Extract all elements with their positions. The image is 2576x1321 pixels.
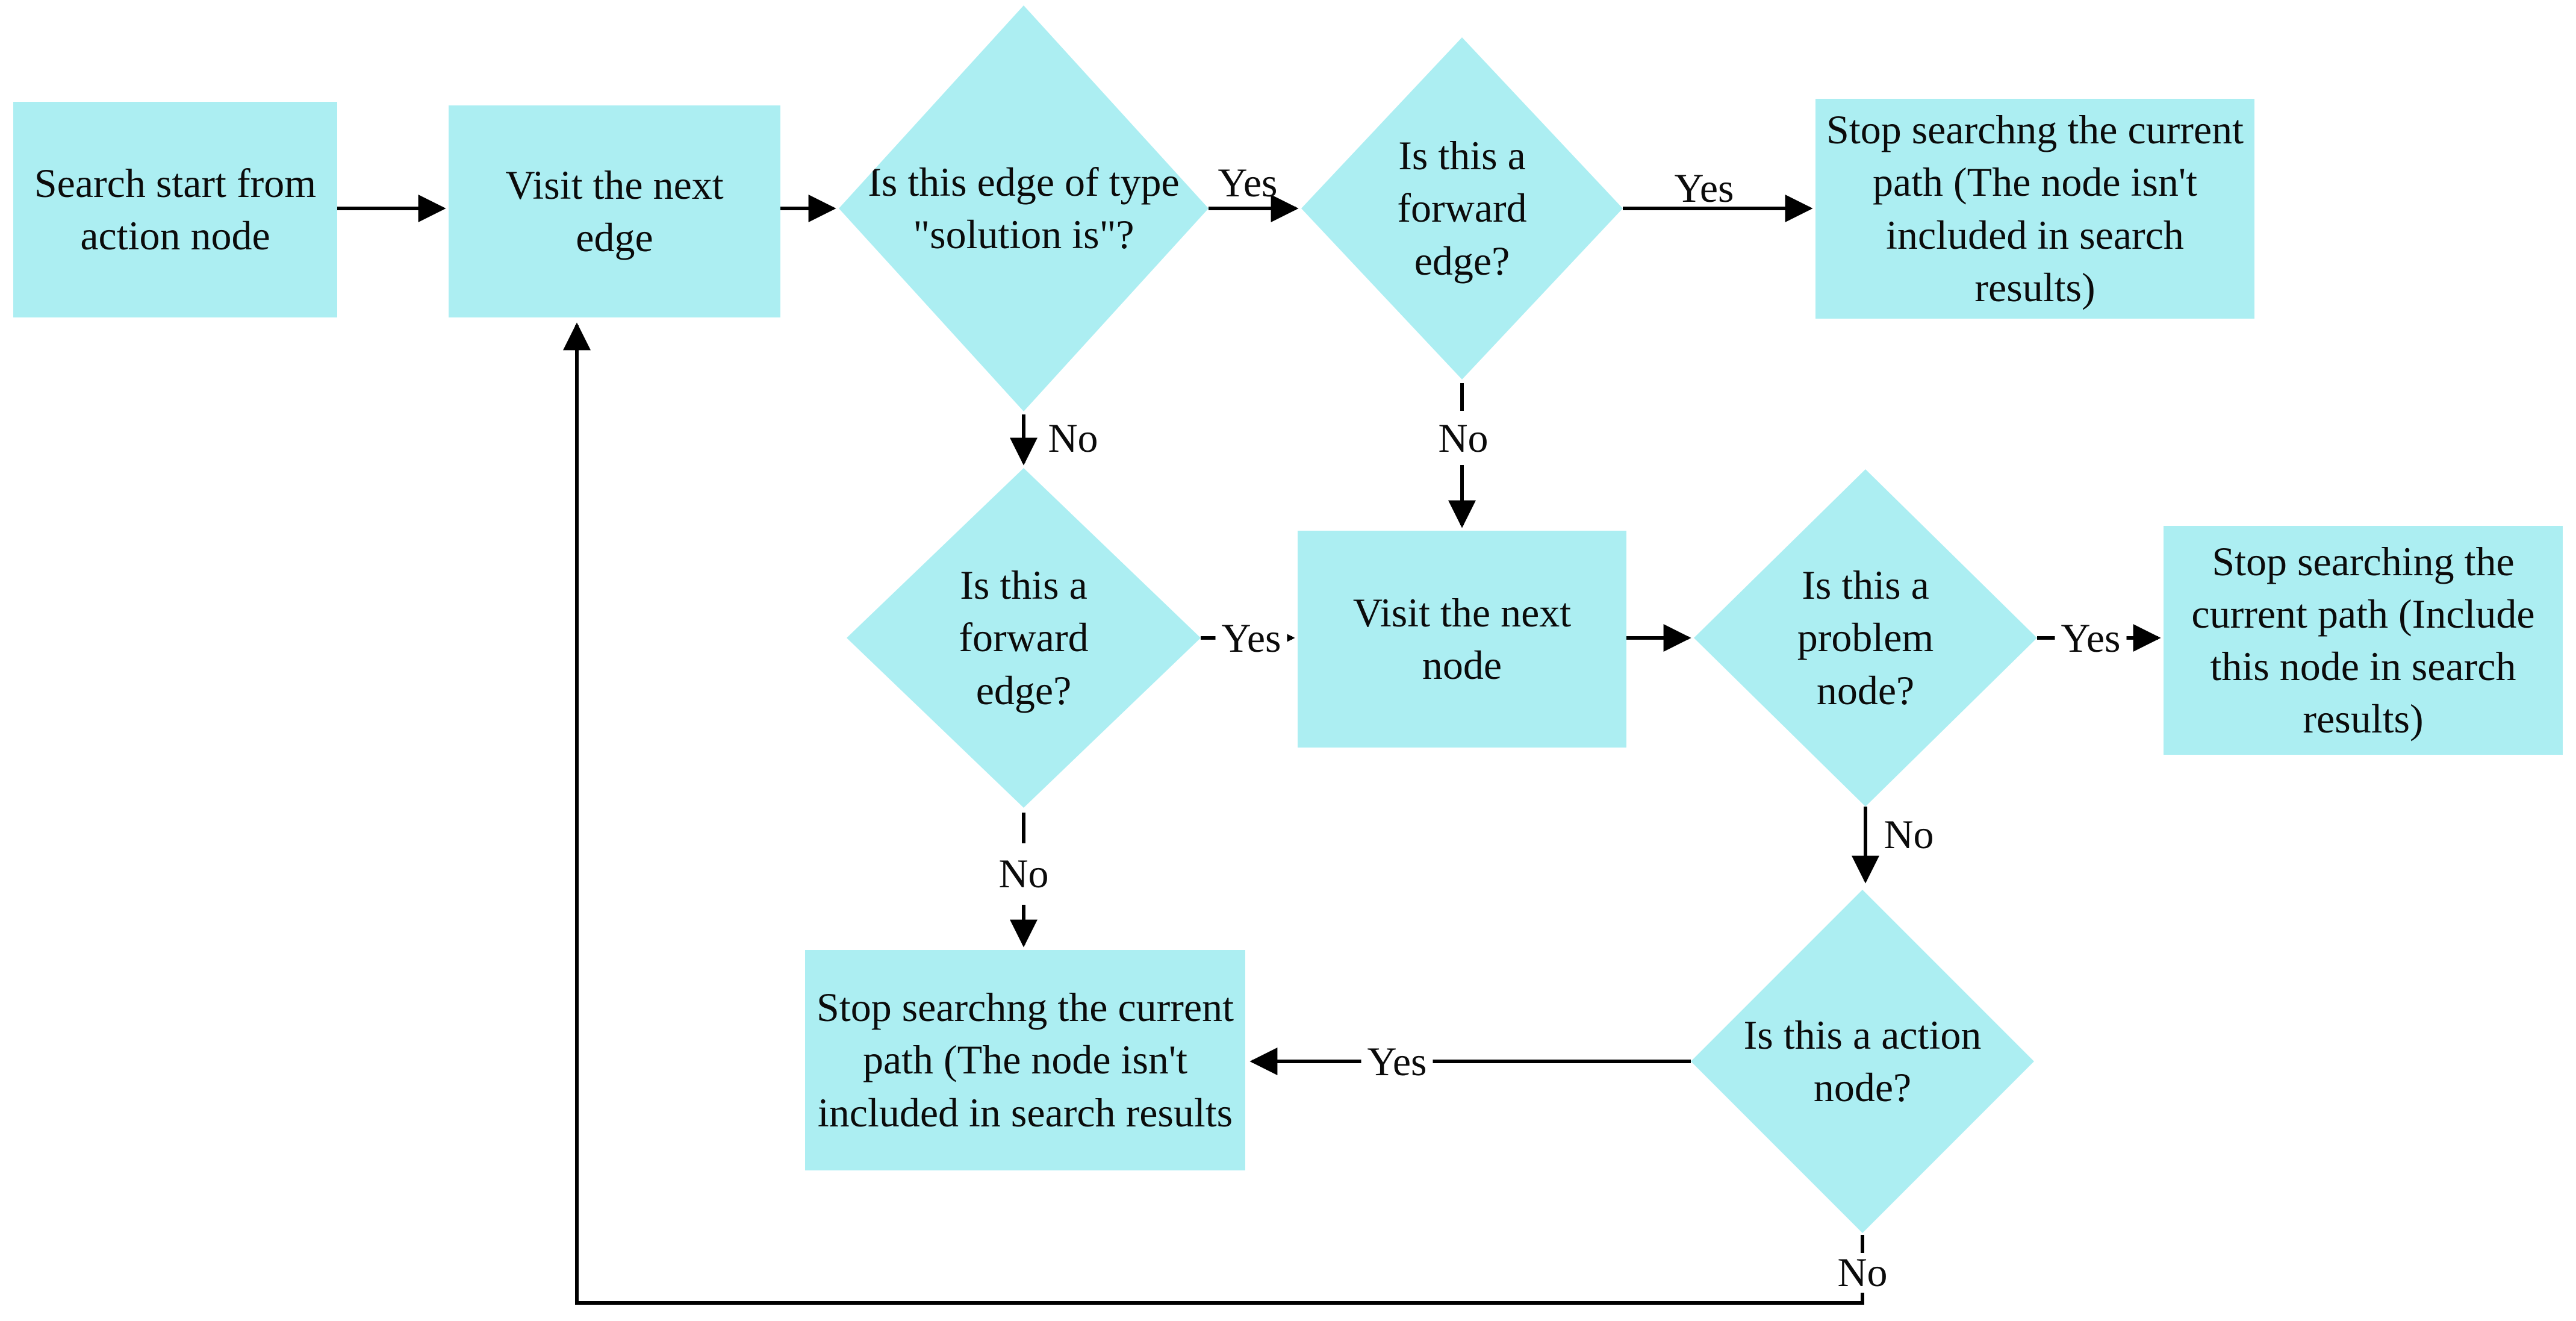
edge-label-action-no: No	[1837, 1249, 1888, 1295]
node-stop-not-included-bottom-label: Stop searchng the current path (The node…	[817, 984, 1234, 1135]
edge-label-solution-no: No	[1048, 415, 1098, 461]
node-stop-not-included-top: Stop searchng the current path (The node…	[1815, 99, 2254, 319]
decision-forward-edge-top-label: Is this a forward edge?	[1397, 133, 1527, 284]
edge-label-forward-top-no: No	[1438, 415, 1489, 461]
node-search-start: Search start from action node	[13, 102, 337, 317]
node-search-start-label: Search start from action node	[34, 160, 317, 258]
edge-label-problem-no: No	[1884, 811, 1934, 857]
edge-label-solution-yes: Yes	[1218, 160, 1278, 205]
node-stop-not-included-top-label: Stop searchng the current path (The node…	[1826, 107, 2244, 310]
decision-forward-edge-mid-label: Is this a forward edge?	[959, 562, 1089, 713]
node-stop-include: Stop searching the current path (Include…	[2164, 526, 2563, 755]
node-visit-next-node-label: Visit the next node	[1352, 589, 1572, 688]
edge-label-forward-mid-yes: Yes	[1215, 617, 1287, 658]
decision-problem-node-label: Is this a problem node?	[1797, 562, 1934, 713]
decision-action-node-label: Is this a action node?	[1743, 1011, 1982, 1110]
edge-action-no-feedback-to-visitedge	[563, 322, 1864, 1305]
node-visit-next-node: Visit the next node	[1298, 531, 1626, 748]
node-visit-next-edge-label: Visit the next edge	[505, 161, 724, 260]
edge-label-forward-mid-no: No	[998, 851, 1049, 896]
edge-label-problem-yes: Yes	[2055, 617, 2127, 658]
edge-label-action-yes: Yes	[1361, 1041, 1433, 1082]
decision-edge-type-solution-is-label: Is this edge of type "solution is"?	[868, 158, 1180, 257]
node-visit-next-edge: Visit the next edge	[449, 105, 780, 317]
edge-label-forward-top-yes: Yes	[1674, 165, 1734, 211]
node-stop-not-included-bottom: Stop searchng the current path (The node…	[805, 950, 1245, 1170]
node-stop-include-label: Stop searching the current path (Include…	[2191, 538, 2535, 742]
